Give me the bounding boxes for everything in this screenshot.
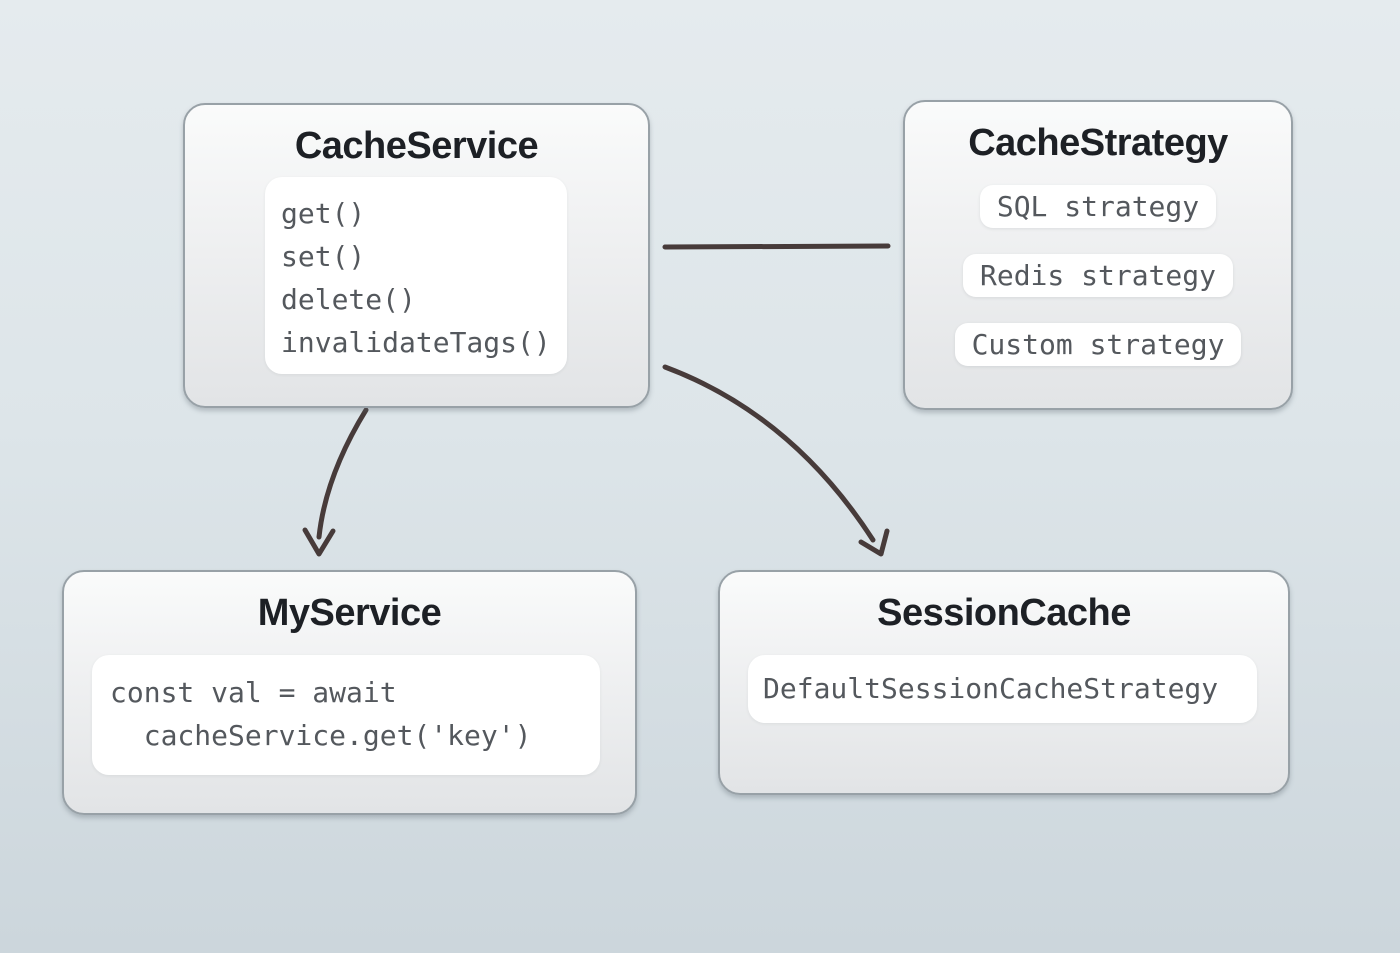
cache-service-methods-panel: get() set() delete() invalidateTags() [265, 177, 567, 374]
code-line-2: cacheService.get('key') [110, 719, 532, 752]
node-cache-service: CacheService get() set() delete() invali… [183, 103, 650, 408]
edge-cacheservice-cachestrategy-line [662, 243, 891, 250]
default-session-cache-strategy-label: DefaultSessionCacheStrategy [763, 672, 1219, 705]
edge-curve [316, 407, 369, 540]
method-set: set() [281, 240, 366, 273]
arrowhead-down-right-icon [858, 528, 890, 557]
method-delete: delete() [281, 283, 416, 316]
method-get: get() [281, 197, 366, 230]
chip-sql-strategy: SQL strategy [979, 185, 1217, 228]
strategy-chip-stack: SQL strategy Redis strategy Custom strat… [905, 185, 1291, 366]
edge-cacheservice-myservice-arrow [302, 407, 369, 557]
node-title: MyService [257, 592, 442, 634]
code-line-1: const val = await [110, 676, 397, 709]
chip-custom-strategy: Custom strategy [954, 323, 1242, 366]
node-my-service: MyService const val = await cacheService… [62, 570, 637, 815]
chip-redis-strategy: Redis strategy [962, 254, 1233, 297]
session-cache-strategy-panel: DefaultSessionCacheStrategy [748, 655, 1257, 723]
arrowhead-down-icon [302, 527, 336, 557]
node-session-cache: SessionCache DefaultSessionCacheStrategy [718, 570, 1290, 795]
node-title: CacheStrategy [968, 122, 1228, 164]
edge-curve [662, 364, 876, 543]
method-invalidate-tags: invalidateTags() [281, 326, 551, 359]
node-title: CacheService [294, 125, 539, 167]
edge-cacheservice-sessioncache-arrow [662, 364, 890, 557]
node-cache-strategy: CacheStrategy SQL strategy Redis strateg… [903, 100, 1293, 410]
my-service-code-panel: const val = await cacheService.get('key'… [92, 655, 600, 775]
node-title: SessionCache [877, 592, 1131, 634]
